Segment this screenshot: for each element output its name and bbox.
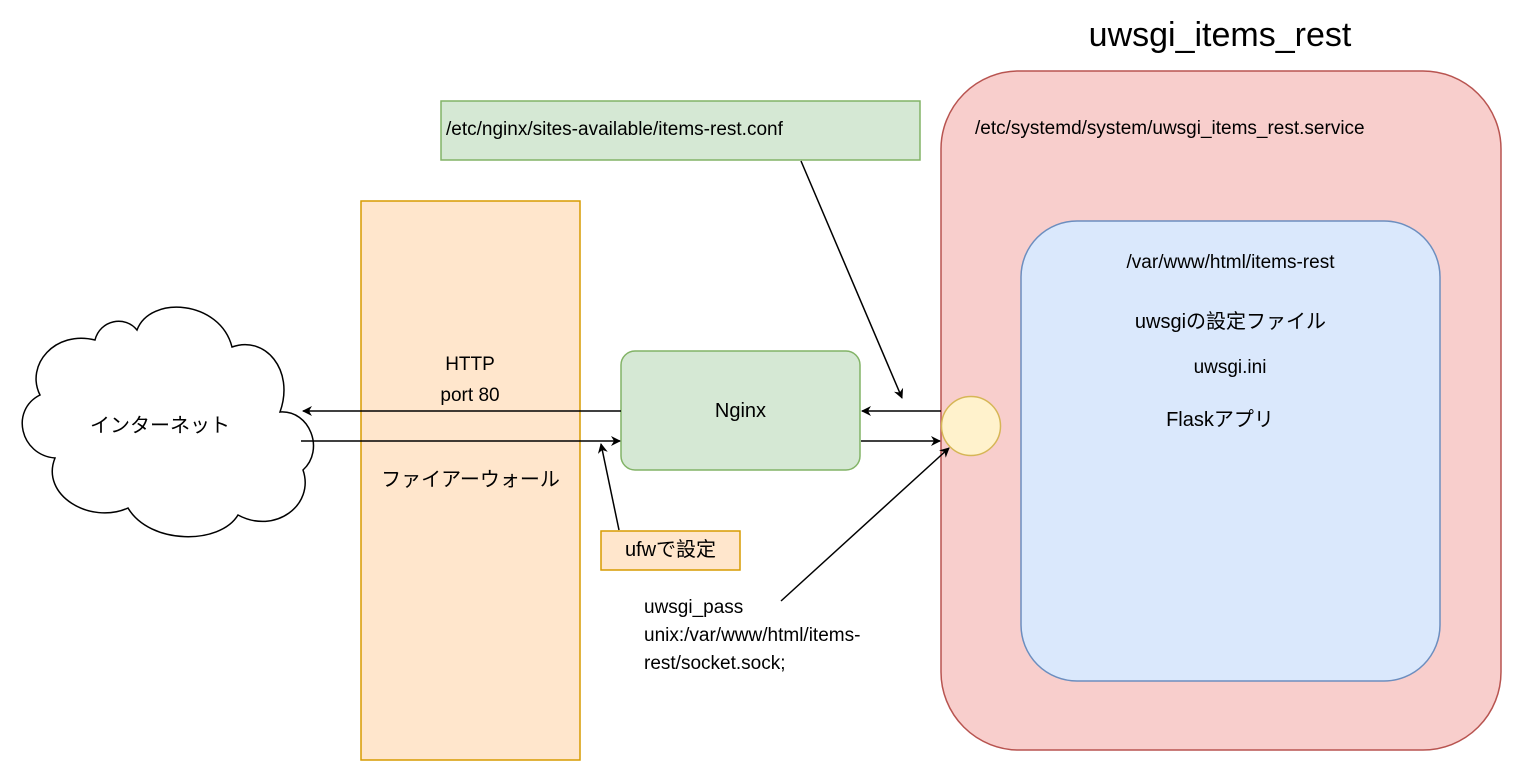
ufw-label: ufwで設定 [624, 539, 717, 561]
diagram-title: uwsgi_items_rest [1088, 16, 1352, 54]
ufw-box [600, 530, 741, 571]
app-dir-label: /var/www/html/items-rest [1126, 252, 1335, 273]
uwsgi-pass-line-2: unix:/var/www/html/items- [644, 625, 861, 646]
firewall-label: ファイアーウォール [381, 469, 560, 491]
uwsgi-ini-label: uwsgi.ini [1193, 357, 1267, 378]
arrow-conf-to-nginx [800, 160, 904, 399]
uwsgi-config-label: uwsgiの設定ファイル [1134, 311, 1327, 333]
app-directory-container [1020, 220, 1441, 682]
uwsgi-pass-line-3: rest/socket.sock; [644, 653, 786, 674]
socket-circle [940, 395, 1002, 457]
port-label: port 80 [440, 385, 500, 406]
nginx-conf-label: /etc/nginx/sites-available/items-rest.co… [446, 119, 783, 140]
internet-label: インターネット [90, 415, 230, 437]
nginx-conf-box [440, 100, 921, 161]
uwsgi-pass-line-1: uwsgi_pass [644, 597, 744, 618]
firewall-box [360, 200, 581, 761]
flask-app-label: Flaskアプリ [1166, 409, 1274, 431]
http-label: HTTP [445, 354, 495, 375]
nginx-label: Nginx [714, 400, 767, 422]
arrow-ufw-to-firewall [597, 443, 620, 531]
internet-cloud [21, 306, 315, 538]
service-label: /etc/systemd/system/uwsgi_items_rest.ser… [975, 118, 1365, 139]
arrow-uwsgi-pass-to-socket [780, 447, 950, 602]
